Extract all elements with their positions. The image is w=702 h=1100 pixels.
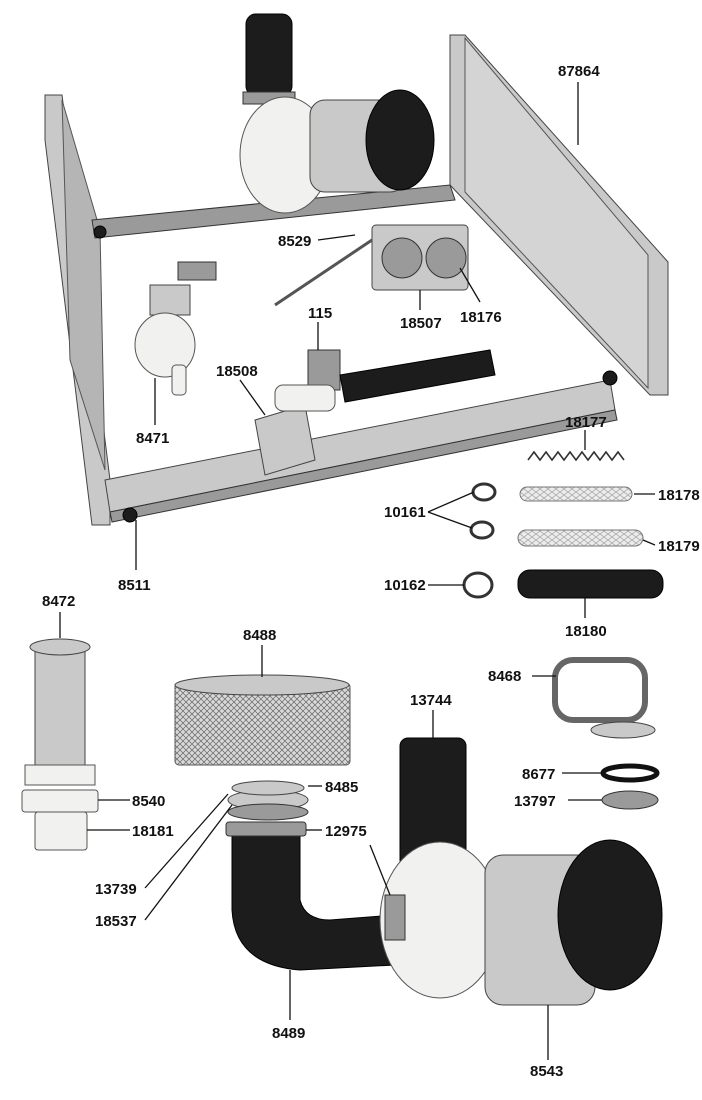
label-18179: 18179 — [658, 538, 700, 555]
overflow-crown — [24, 764, 96, 786]
frame-assembly — [44, 34, 669, 526]
heater-flange — [590, 721, 656, 739]
foot-right — [602, 370, 618, 386]
label-18181: 18181 — [132, 823, 174, 840]
thermostat-dial-left — [381, 237, 423, 279]
overflow-base-18181 — [34, 811, 88, 851]
label-115: 115 — [308, 305, 332, 322]
frame-pump-outlet-hose — [245, 13, 293, 97]
label-8485: 8485 — [325, 779, 358, 796]
frame-pump — [239, 13, 435, 214]
overflow-pipe-top — [29, 638, 91, 656]
label-8471: 8471 — [136, 430, 169, 447]
braided-tube-18178 — [519, 486, 633, 502]
thermostat-dial-right-18176 — [425, 237, 467, 279]
inlet-hose — [339, 349, 496, 403]
label-8529: 8529 — [278, 233, 311, 250]
gasket-13797 — [601, 790, 659, 810]
label-8511: 8511 — [118, 577, 151, 594]
overflow-pipe-assembly — [21, 638, 99, 851]
label-13797: 13797 — [514, 793, 556, 810]
loose-parts — [462, 450, 664, 599]
drain-valve-nozzle — [171, 364, 187, 396]
label-10162: 10162 — [384, 577, 426, 594]
braided-tube-18179 — [517, 529, 644, 547]
label-8468: 8468 — [488, 668, 521, 685]
right-panel-face — [464, 36, 649, 390]
label-13739: 13739 — [95, 881, 137, 898]
label-8677: 8677 — [522, 766, 555, 783]
front-rail-lip — [109, 409, 618, 523]
thermostat-probe-8529 — [274, 238, 373, 307]
rubber-hose-18180 — [517, 569, 664, 599]
o-ring-8677 — [600, 763, 660, 783]
label-18180: 18180 — [565, 623, 607, 640]
label-18176: 18176 — [460, 309, 502, 326]
heater-assembly — [552, 657, 660, 810]
drain-valve-coil — [149, 284, 191, 316]
bolt-back — [93, 225, 107, 239]
label-8489: 8489 — [272, 1025, 305, 1042]
label-8543: 8543 — [530, 1063, 563, 1080]
motor-end-cap — [557, 839, 663, 991]
label-8540: 8540 — [132, 793, 165, 810]
label-87864: 87864 — [558, 63, 600, 80]
label-18507: 18507 — [400, 315, 442, 332]
overflow-nut-8540 — [21, 789, 99, 813]
label-8472: 8472 — [42, 593, 75, 610]
flange-ring-13739 — [227, 803, 309, 821]
label-18177: 18177 — [565, 414, 607, 431]
label-18508: 18508 — [216, 363, 258, 380]
label-18537: 18537 — [95, 913, 137, 930]
overflow-pipe-8472 — [34, 644, 86, 776]
left-panel-face — [61, 99, 106, 471]
label-8488: 8488 — [243, 627, 276, 644]
heating-element-8468 — [552, 657, 648, 723]
clamp-10161-lower — [469, 520, 495, 540]
label-18178: 18178 — [658, 487, 700, 504]
drain-valve-8471 — [134, 261, 217, 396]
lower-pump-assembly — [225, 737, 663, 1006]
part-labels: 87864 8529 18176 18507 115 18508 8471 18… — [42, 63, 700, 1080]
hose-clamp-12975 — [225, 821, 307, 837]
solenoid-coil-115 — [307, 349, 341, 391]
label-13744: 13744 — [410, 692, 452, 709]
clamp-10161-upper — [471, 482, 497, 502]
filter-top-rim — [174, 674, 350, 696]
solenoid-valve-assembly — [254, 349, 496, 476]
elbow-hose-8489 — [231, 829, 396, 971]
filter-8488 — [174, 674, 351, 766]
foot-left — [122, 507, 138, 523]
frame-pump-motor-cap — [365, 89, 435, 191]
leader-lines — [59, 82, 656, 1060]
flange-gasket-18537 — [231, 780, 305, 796]
clamp-10162 — [462, 571, 494, 599]
drain-valve-bracket — [177, 261, 217, 281]
solenoid-body — [274, 384, 336, 412]
thermostat-assembly — [274, 224, 469, 307]
spring-18177 — [527, 450, 625, 462]
pump-clamp — [384, 894, 406, 941]
label-12975: 12975 — [325, 823, 367, 840]
drain-valve-body — [134, 312, 196, 378]
label-10161: 10161 — [384, 504, 426, 521]
